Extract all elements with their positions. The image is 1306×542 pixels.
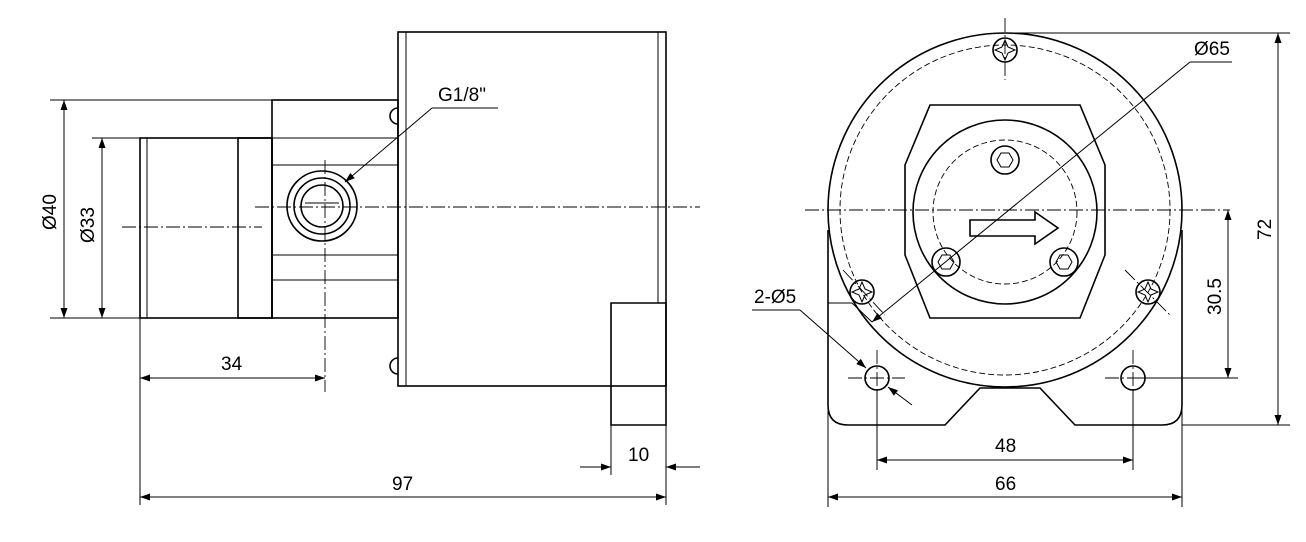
hex-screw-top: [990, 145, 1020, 175]
thread-label: G1/8": [438, 85, 486, 106]
dim-base-width: 66: [995, 474, 1016, 495]
phillips-screw-left: [849, 279, 875, 305]
side-view: G1/8" Ø40 Ø33 34 10 97: [40, 31, 700, 505]
dim-hole-spacing: 48: [995, 436, 1016, 457]
pump-cylinder: [139, 137, 273, 319]
hex-screw-left: [931, 247, 961, 277]
front-view: Ø65 2-Ø5 72 30.5 48 66: [752, 18, 1290, 507]
pump-head: [271, 99, 399, 319]
dim-total-height: 72: [1255, 219, 1276, 240]
dim-inner-diameter: Ø33: [78, 207, 99, 243]
flow-arrow-icon: [969, 210, 1060, 246]
base-plate: [827, 230, 1183, 426]
dim-outer-diameter: Ø40: [40, 194, 61, 230]
dim-port-offset: 34: [221, 354, 243, 375]
dim-mount-holes: 2-Ø5: [754, 287, 796, 308]
dim-total-length: 97: [392, 474, 413, 495]
dim-flange-thickness: 10: [628, 445, 649, 466]
head-plate: [904, 104, 1106, 319]
dim-center-height: 30.5: [1205, 278, 1226, 315]
dim-body-diameter: Ø65: [1194, 39, 1230, 60]
hex-screw-right: [1049, 247, 1079, 277]
mount-flange: [610, 302, 667, 426]
port-g18: [286, 170, 358, 242]
phillips-screw-right: [1135, 279, 1161, 305]
